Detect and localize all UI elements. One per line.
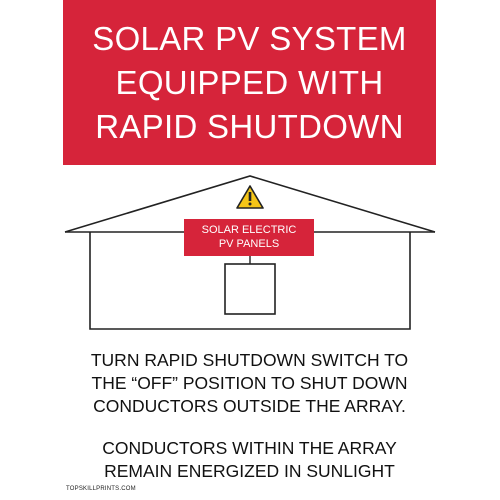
warning-line-2: REMAIN ENERGIZED IN SUNLIGHT [104,461,395,481]
pv-label-line-1: SOLAR ELECTRIC [201,224,297,236]
instruction-line-2: THE “OFF” POSITION TO SHUT DOWN [91,373,408,393]
energized-warning: CONDUCTORS WITHIN THE ARRAY REMAIN ENERG… [63,437,436,483]
roof-outline [64,175,436,233]
warning-triangle-icon [236,185,264,209]
shutdown-instructions: TURN RAPID SHUTDOWN SWITCH TO THE “OFF” … [63,349,436,418]
header-line-1: SOLAR PV SYSTEM [92,20,407,57]
rapid-shutdown-switch-box [224,263,276,315]
header-line-2: EQUIPPED WITH [115,64,384,101]
footer-url: TOPSKILLPRINTS.COM [66,486,136,492]
pv-label-line-2: PV PANELS [218,238,280,250]
instruction-line-3: CONDUCTORS OUTSIDE THE ARRAY. [93,396,406,416]
pv-panels-label: SOLAR ELECTRIC PV PANELS [184,219,314,256]
instruction-line-1: TURN RAPID SHUTDOWN SWITCH TO [90,350,409,370]
house-walls [89,232,411,330]
warning-line-1: CONDUCTORS WITHIN THE ARRAY [102,438,397,458]
header-line-3: RAPID SHUTDOWN [95,108,404,145]
sign-header: SOLAR PV SYSTEM EQUIPPED WITH RAPID SHUT… [63,0,436,165]
